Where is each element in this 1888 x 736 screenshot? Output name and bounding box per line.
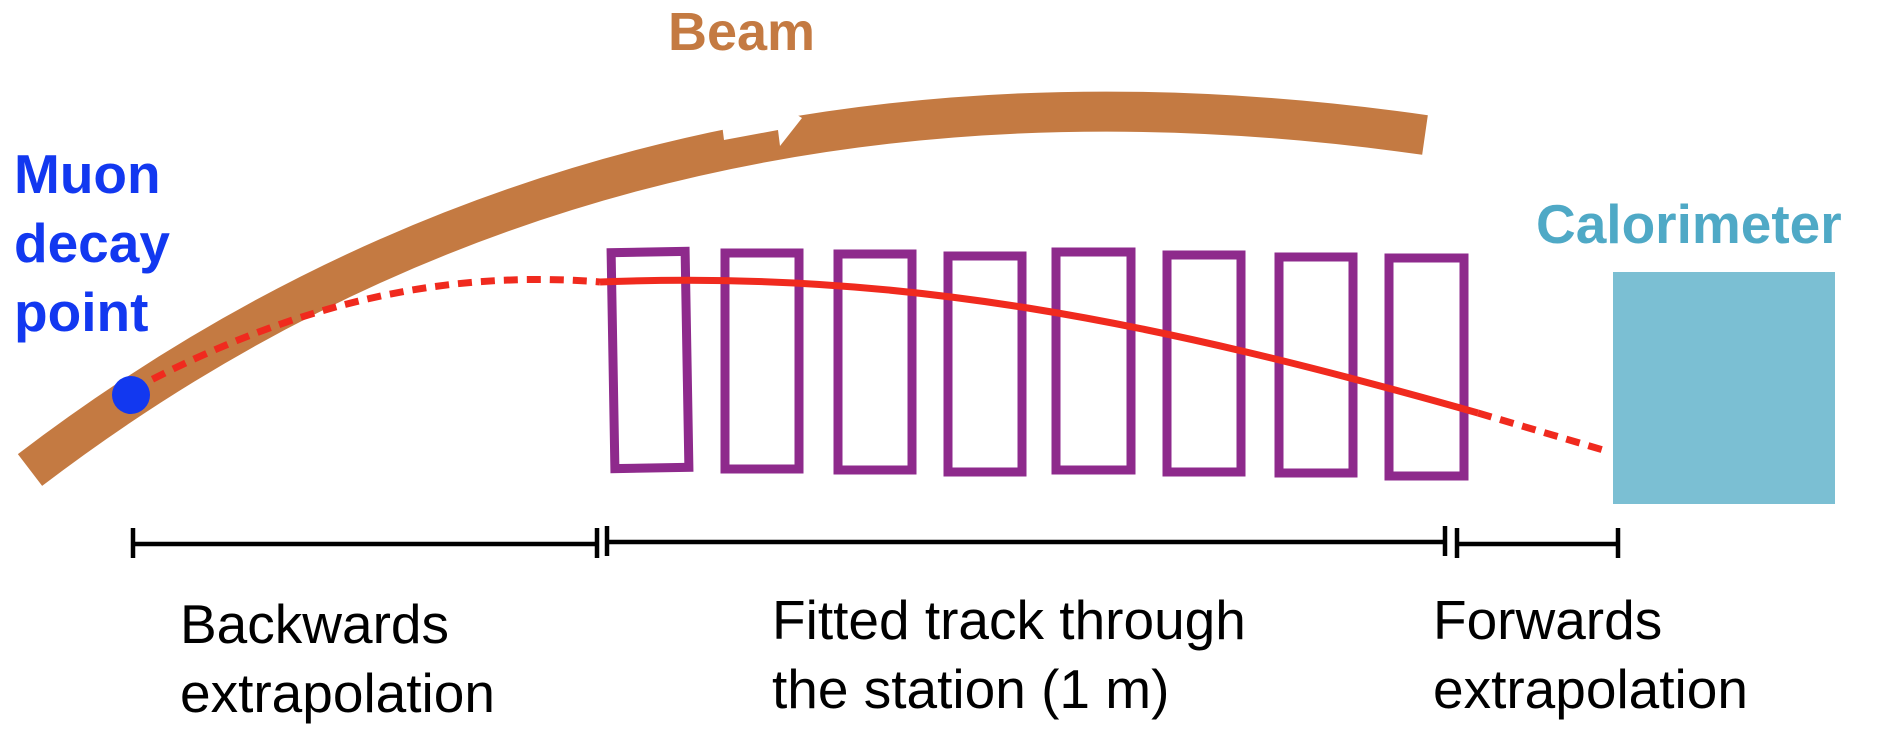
scale-bars [130, 526, 1621, 558]
muon-decay-point-marker [112, 376, 150, 414]
backwards-extrapolation-label: Backwards extrapolation [180, 593, 495, 724]
backwards-scale-bar [130, 528, 600, 558]
backwards-extrapolation-track [130, 275, 601, 394]
straw-module-5 [1051, 247, 1136, 475]
calorimeter-block [1613, 272, 1835, 504]
fitted-track-label: Fitted track through the station (1 m) [772, 589, 1246, 720]
muon-decay-point-label: Muon decay point [14, 143, 170, 343]
straw-module-4 [943, 251, 1027, 477]
fitted-scale-bar [604, 526, 1448, 556]
straw-module-1 [606, 246, 694, 474]
straw-module-2 [720, 248, 804, 474]
beam-direction-arrow [722, 102, 802, 146]
straw-module-8 [1384, 253, 1469, 481]
straw-tracker-modules [606, 246, 1469, 481]
fitted-track [599, 276, 1479, 417]
forwards-scale-bar [1454, 528, 1621, 558]
forwards-extrapolation-track [1477, 409, 1611, 456]
calorimeter-label: Calorimeter [1536, 193, 1842, 255]
beam-label: Beam [668, 2, 816, 62]
straw-module-3 [833, 249, 917, 475]
beam-arc [17, 91, 1428, 486]
straw-module-7 [1274, 252, 1358, 478]
straw-module-6 [1162, 250, 1246, 477]
forwards-extrapolation-label: Forwards extrapolation [1433, 589, 1748, 720]
